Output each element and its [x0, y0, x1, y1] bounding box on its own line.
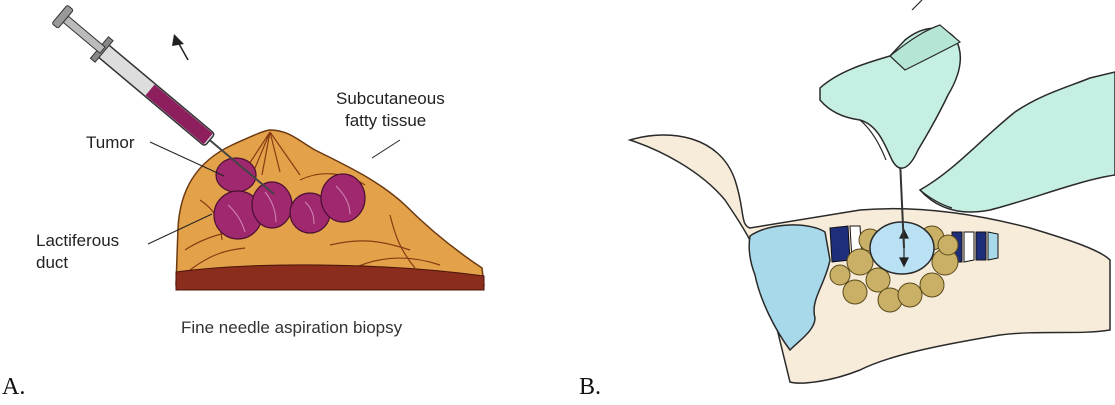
caption-fna: Fine needle aspiration biopsy: [181, 318, 403, 337]
breast-fna-illustration: Tumor Subcutaneous fatty tissue Lactifer…: [0, 0, 560, 405]
thyroid-nodule: [870, 222, 934, 274]
panel-label-b: B.: [579, 374, 601, 401]
label-duct: duct: [36, 253, 68, 272]
label-lactiferous: Lactiferous: [36, 231, 119, 250]
panel-label-a: A.: [2, 374, 25, 401]
neck-biopsy-illustration: [560, 0, 1115, 405]
label-fatty-tissue: fatty tissue: [345, 111, 426, 130]
label-subcutaneous: Subcutaneous: [336, 89, 445, 108]
aspiration-arrow: [172, 34, 188, 60]
panel-b-neck-biopsy-diagram: B.: [560, 0, 1115, 405]
label-tumor: Tumor: [86, 133, 135, 152]
panel-a-breast-fna-diagram: Tumor Subcutaneous fatty tissue Lactifer…: [0, 0, 560, 405]
